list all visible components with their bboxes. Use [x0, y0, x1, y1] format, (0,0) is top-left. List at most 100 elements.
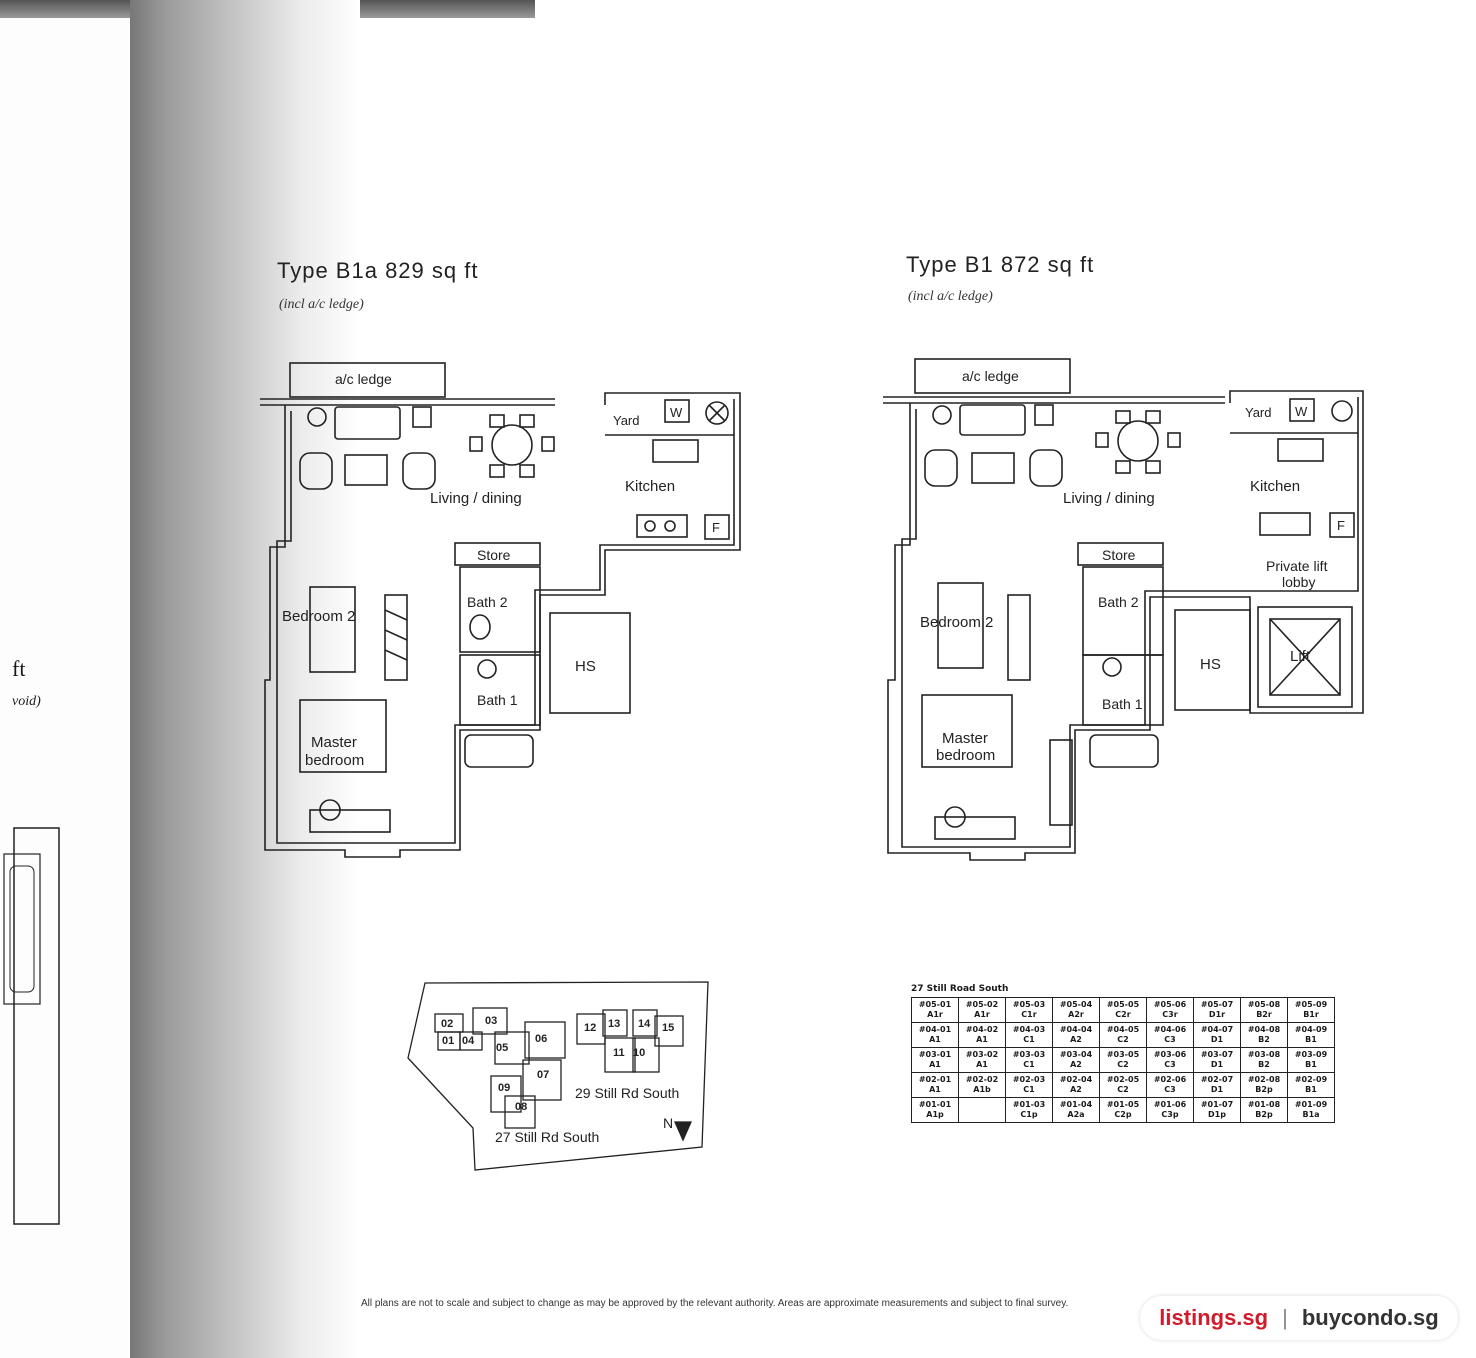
unit-type: A1: [929, 1085, 941, 1094]
unit-number: #05-02: [965, 1000, 999, 1009]
unit-number: #05-04: [1059, 1000, 1093, 1009]
left-page-plan-fragment: [3, 827, 60, 1225]
unit-number: #05-05: [1106, 1000, 1140, 1009]
unit-type: C3r: [1162, 1010, 1178, 1019]
unit-number: #02-03: [1012, 1075, 1046, 1084]
b1-lift-label: Lift: [1290, 648, 1311, 665]
unit-type: A1b: [973, 1085, 991, 1094]
unit-number: #05-07: [1200, 1000, 1234, 1009]
b1a-bath2-label: Bath 2: [467, 594, 508, 610]
b1a-living-label: Living / dining: [430, 490, 522, 507]
unit-number: #02-06: [1153, 1075, 1187, 1084]
b1-master-label: Master: [942, 730, 988, 747]
left-page-fragment-heading: ft: [12, 656, 26, 681]
unit-type: C2: [1117, 1060, 1129, 1069]
b1a-hs-label: HS: [575, 658, 596, 675]
unit-type: C3: [1164, 1060, 1176, 1069]
unit-number: #04-02: [965, 1025, 999, 1034]
site-label-27: 27 Still Rd South: [495, 1129, 599, 1145]
b1-f-label: F: [1337, 518, 1345, 533]
b1a-f-label: F: [712, 520, 720, 535]
unit-number: #03-04: [1059, 1050, 1093, 1059]
plan-b1-subtitle: (incl a/c ledge): [908, 289, 993, 304]
unit-type: C3: [1164, 1035, 1176, 1044]
unit-type: A2: [1070, 1085, 1082, 1094]
unit-type: C2: [1117, 1085, 1129, 1094]
unit-number: #03-02: [965, 1050, 999, 1059]
unit-type: C3: [1164, 1085, 1176, 1094]
unit-number: #04-06: [1153, 1025, 1187, 1034]
unit-number: #02-02: [965, 1075, 999, 1084]
b1a-w-label: W: [670, 405, 683, 420]
site-block-01: 01: [442, 1035, 454, 1047]
unit-number: #04-07: [1200, 1025, 1234, 1034]
unit-type: C2r: [1115, 1010, 1131, 1019]
b1a-store-label: Store: [477, 547, 511, 563]
unit-type: A1: [929, 1060, 941, 1069]
unit-number: #01-04: [1059, 1100, 1093, 1109]
unit-type: A2: [1070, 1035, 1082, 1044]
b1a-bath1-label: Bath 1: [477, 692, 518, 708]
site-block-06: 06: [535, 1033, 547, 1045]
unit-number: #02-09: [1294, 1075, 1328, 1084]
site-block-14: 14: [638, 1018, 651, 1030]
brand-separator: |: [1282, 1305, 1288, 1330]
unit-number: #01-09: [1294, 1100, 1328, 1109]
unit-number: #05-03: [1012, 1000, 1046, 1009]
unit-type: C1: [1023, 1035, 1035, 1044]
site-block-15: 15: [662, 1022, 674, 1034]
unit-type: A1: [976, 1060, 988, 1069]
unit-number: #04-08: [1247, 1025, 1281, 1034]
north-label: N: [663, 1115, 673, 1131]
plan-disclaimer: All plans are not to scale and subject t…: [361, 1298, 1069, 1309]
site-block-05: 05: [496, 1042, 508, 1054]
north-arrow-icon: [673, 1121, 693, 1142]
unit-type: B2: [1258, 1060, 1270, 1069]
unit-number: #01-05: [1106, 1100, 1140, 1109]
unit-type: C2: [1117, 1035, 1129, 1044]
site-block-08: 08: [515, 1101, 527, 1113]
unit-type: D1p: [1208, 1110, 1226, 1119]
plan-b1a-title: Type B1a 829 sq ft: [277, 258, 479, 283]
unit-type: B2p: [1255, 1110, 1273, 1119]
unit-number: #05-06: [1153, 1000, 1187, 1009]
unit-type: C2p: [1114, 1110, 1132, 1119]
site-label-29: 29 Still Rd South: [575, 1085, 679, 1101]
unit-type: B1: [1305, 1085, 1317, 1094]
unit-key-title: 27 Still Road South: [911, 984, 1009, 994]
b1-store-label: Store: [1102, 547, 1136, 563]
b1-bedroom-label: bedroom: [936, 747, 995, 764]
unit-type: A1: [929, 1035, 941, 1044]
unit-number: #01-08: [1247, 1100, 1281, 1109]
b1-bath2-label: Bath 2: [1098, 594, 1139, 610]
unit-number: #02-01: [918, 1075, 952, 1084]
unit-number: #04-05: [1106, 1025, 1140, 1034]
unit-number: #02-07: [1200, 1075, 1234, 1084]
unit-number: #01-03: [1012, 1100, 1046, 1109]
